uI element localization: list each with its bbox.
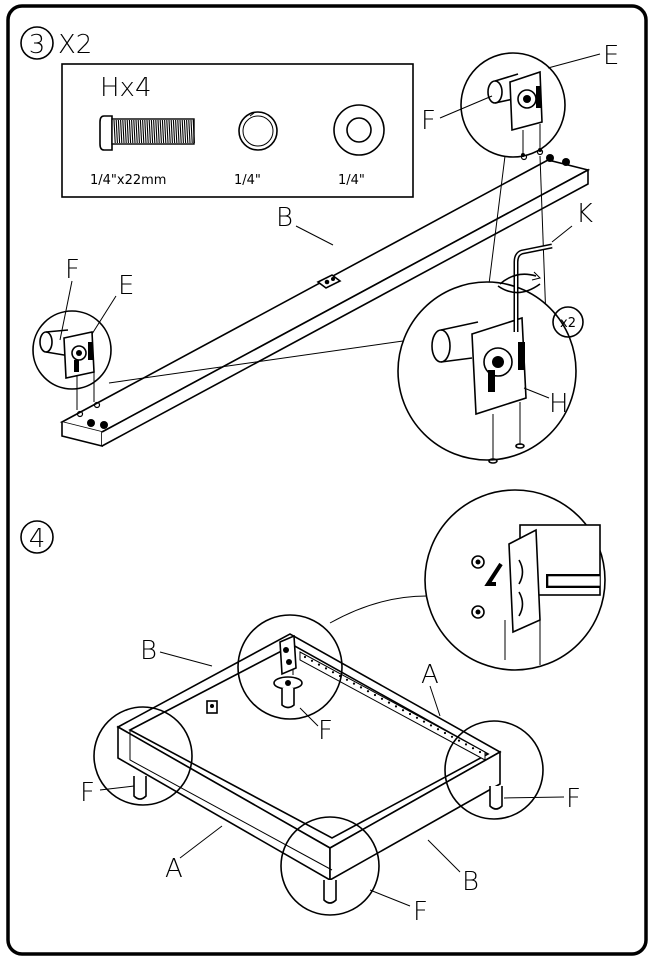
lock-washer-size-label: 1/4" <box>234 173 261 188</box>
hardware-label: Hx4 <box>100 73 151 103</box>
label-F-center: F <box>318 716 333 746</box>
zoom-circle-left <box>32 310 112 390</box>
label-A-right: A <box>421 660 439 690</box>
label-F-left: F <box>80 778 95 808</box>
step-3: 3 X2 Hx4 1/4"x22mm 1/4" <box>20 26 619 464</box>
flat-washer-icon <box>333 104 385 156</box>
bolt-size-label: 1/4"x22mm <box>90 173 166 188</box>
step-4: 4 <box>20 489 606 927</box>
board-B <box>59 148 591 448</box>
bed-frame <box>116 633 502 882</box>
zoom-circle-large <box>397 281 577 464</box>
label-K: K <box>576 199 593 229</box>
label-F-right: F <box>566 784 581 814</box>
zoom-circle-right <box>444 720 544 820</box>
label-F-left: F <box>65 255 80 285</box>
label-E-top: E <box>603 41 619 71</box>
label-B-bottom: B <box>462 867 479 897</box>
zoom-circle-front <box>280 816 380 916</box>
quantity-badge <box>552 306 584 338</box>
step-4-number: 4 <box>29 524 46 554</box>
lock-washer-icon <box>238 111 278 151</box>
label-B: B <box>276 203 293 233</box>
label-H: H <box>549 389 569 419</box>
hex-key-icon <box>497 243 553 332</box>
step-3-number: 3 <box>29 30 46 60</box>
zoom-circle-detail <box>424 489 606 671</box>
step-3-number-circle <box>20 26 54 60</box>
step-3-multiplier: X2 <box>58 30 92 60</box>
parts-box: Hx4 1/4"x22mm 1/4" 1/4" <box>61 63 414 198</box>
label-E-left: E <box>118 271 134 301</box>
label-F-top: F <box>421 106 436 136</box>
label-F-bottom: F <box>413 897 428 927</box>
zoom-circle-top-right <box>460 52 566 158</box>
zoom-circle-left-front <box>93 706 193 806</box>
label-B-top: B <box>140 636 157 666</box>
quantity-x2: x2 <box>560 316 576 331</box>
bolt-icon <box>99 115 195 151</box>
zoom-circle-back <box>237 614 343 720</box>
page-border <box>6 4 648 956</box>
flat-washer-size-label: 1/4" <box>338 173 365 188</box>
step-4-number-circle <box>20 520 54 554</box>
label-A-bottom: A <box>165 854 183 884</box>
